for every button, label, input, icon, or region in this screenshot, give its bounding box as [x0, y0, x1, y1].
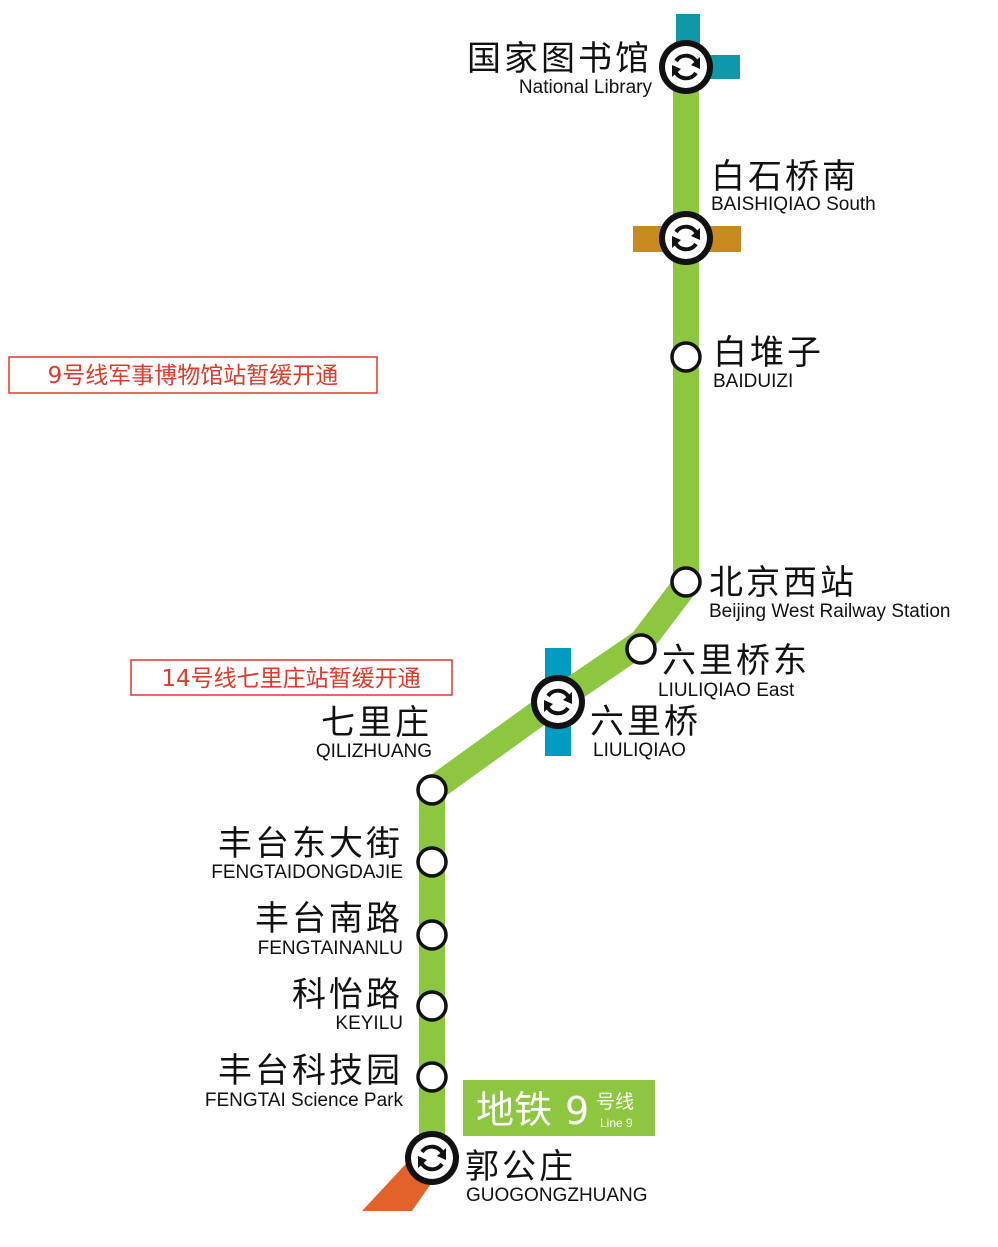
notice-text: 14号线七里庄站暂缓开通 — [161, 666, 420, 692]
station-name-en: FENGTAIDONGDAJIE — [211, 862, 403, 883]
station-marker-baiduizi[interactable] — [670, 341, 702, 373]
line-badge-suffix: 号线 — [596, 1091, 634, 1113]
station-marker-keyilu[interactable] — [416, 990, 448, 1022]
station-marker-beijing-west[interactable] — [670, 566, 702, 598]
station-name-en: LIULIQIAO East — [658, 680, 795, 701]
station-name-en: LIULIQIAO — [593, 740, 686, 761]
station-name-zh: 郭公庄 — [465, 1147, 576, 1187]
interchange-icon[interactable] — [659, 40, 713, 94]
station-name-zh: 国家图书馆 — [467, 39, 652, 79]
station-marker-fengtainanlu[interactable] — [416, 919, 448, 951]
notice-box — [130, 659, 453, 696]
line-badge-main: 地铁 — [476, 1088, 552, 1132]
notice-box — [8, 356, 378, 394]
station-name-en: KEYILU — [335, 1013, 403, 1034]
station-name-en: BAISHIQIAO South — [711, 194, 876, 215]
interchange-icon[interactable] — [531, 675, 585, 729]
station-marker-liuliqiao-east[interactable] — [625, 633, 657, 665]
station-name-zh: 丰台科技园 — [218, 1051, 403, 1091]
station-name-zh: 白石桥南 — [711, 157, 859, 197]
station-name-en: National Library — [519, 77, 653, 98]
interchange-icon[interactable] — [405, 1131, 459, 1185]
station-name-en: FENGTAI Science Park — [205, 1090, 404, 1111]
notice-text: 9号线军事博物馆站暂缓开通 — [48, 363, 339, 389]
station-name-en: GUOGONGZHUANG — [466, 1185, 648, 1206]
station-name-zh: 北京西站 — [709, 563, 857, 603]
station-marker-qilizhuang[interactable] — [416, 774, 448, 806]
line-badge-number: 9 — [565, 1089, 589, 1133]
station-name-en: FENGTAINANLU — [258, 938, 403, 959]
station-name-zh: 七里庄 — [321, 703, 432, 743]
line-badge-en: Line 9 — [600, 1116, 633, 1130]
station-name-zh: 六里桥 — [590, 702, 701, 742]
station-name-zh: 白堆子 — [713, 333, 824, 373]
line-badge — [463, 1080, 655, 1136]
station-name-en: Beijing West Railway Station — [709, 601, 950, 622]
station-name-zh: 丰台东大街 — [218, 824, 403, 864]
station-name-en: QILIZHUANG — [316, 741, 432, 762]
station-name-zh: 丰台南路 — [255, 899, 403, 939]
station-marker-fengtai-science-park[interactable] — [416, 1061, 448, 1093]
station-name-en: BAIDUIZI — [713, 371, 793, 392]
station-marker-fengtaidongdajie[interactable] — [416, 846, 448, 878]
interchange-icon[interactable] — [659, 211, 713, 265]
station-name-zh: 六里桥东 — [662, 641, 810, 681]
station-name-zh: 科怡路 — [292, 975, 403, 1015]
